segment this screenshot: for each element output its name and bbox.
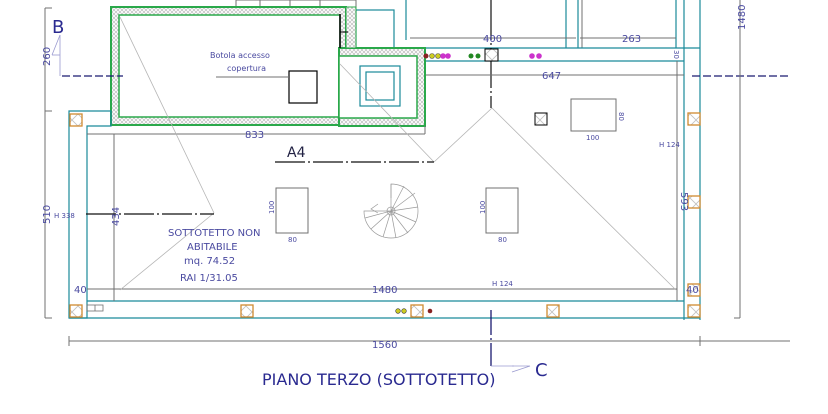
hatch-note-line2: copertura: [227, 64, 266, 73]
dim-263: 263: [622, 34, 641, 45]
section-marker-c: C: [535, 360, 548, 381]
dimension-lines: [44, 0, 790, 346]
room-name-line2: ABITABILE: [187, 242, 238, 253]
utility-dots: [395, 53, 542, 314]
switch-plate: [86, 304, 104, 312]
dim-40-left: 40: [74, 285, 87, 296]
skylight-center-width: 80: [498, 236, 507, 244]
height-label-right: H 124: [659, 141, 680, 149]
dim-1480-right: 1480: [737, 5, 748, 30]
roof-hatch-square: [288, 70, 318, 104]
skylight-right: [570, 98, 617, 132]
room-name-line1: SOTTOTETTO NON: [168, 228, 260, 239]
dim-400: 400: [483, 34, 502, 45]
column-marker: [687, 112, 701, 126]
column-marker: [687, 195, 701, 209]
section-marker-b: B: [52, 17, 64, 38]
column-marker: [240, 304, 254, 318]
column-marker: [69, 304, 83, 318]
dim-260: 260: [42, 47, 53, 66]
skylight-center: [485, 187, 519, 234]
roof-ridges: [119, 16, 677, 291]
skylights: [275, 98, 617, 234]
columns: [69, 112, 701, 318]
column-marker: [546, 304, 560, 318]
skylight-left-width: 80: [288, 236, 297, 244]
skylight-center-height: 100: [479, 201, 487, 214]
column-marker: [69, 113, 83, 127]
dim-40-right: 40: [686, 285, 699, 296]
dim-434: 434: [111, 207, 122, 226]
roof-hatch-block: [110, 6, 426, 127]
room-ratio: RAI 1/31.05: [180, 273, 238, 284]
dim-510: 510: [42, 205, 53, 224]
skylight-left-height: 100: [268, 201, 276, 214]
skylight-right-height: 80: [617, 112, 625, 121]
dim-833: 833: [245, 130, 264, 141]
dim-647: 647: [542, 71, 561, 82]
spiral-stair: [363, 183, 419, 239]
skylight-left: [275, 187, 309, 234]
dim-1560: 1560: [372, 340, 397, 351]
dim-1480-bottom: 1480: [372, 285, 397, 296]
column-marker: [687, 283, 701, 297]
hatch-note-line1: Botola accesso: [210, 51, 270, 60]
room-area: mq. 74.52: [184, 256, 235, 267]
height-label-bottom: H 124: [492, 280, 513, 288]
section-label-a4: A4: [287, 145, 306, 161]
skylight-right-width: 100: [586, 134, 599, 142]
pipe-markers: [484, 48, 548, 126]
column-marker: [410, 304, 424, 318]
outer-walls: [68, 47, 700, 319]
column-marker: [687, 304, 701, 318]
dim-593: 593: [678, 192, 689, 211]
dim-30: 30: [672, 50, 680, 59]
drawing-title: PIANO TERZO (SOTTOTETTO): [262, 370, 495, 389]
height-label-left: H 338: [54, 212, 75, 220]
